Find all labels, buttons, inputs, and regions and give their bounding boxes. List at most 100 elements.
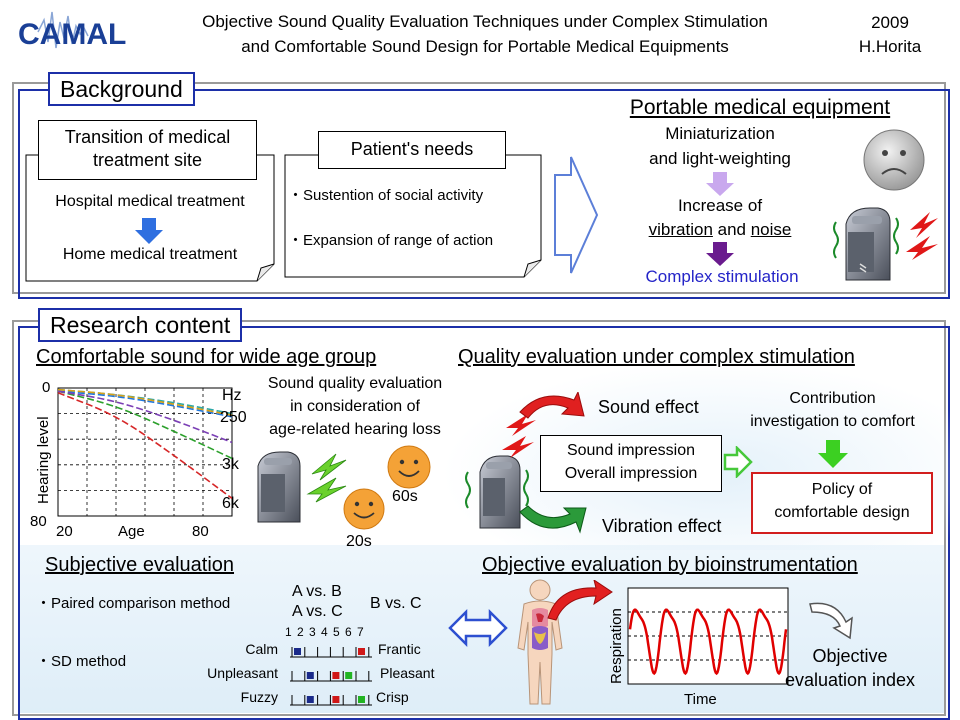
sd-mark [306,672,314,679]
age-60s-label: 60s [392,488,418,505]
down-arrow-purple [706,242,734,271]
subjective-title: Subjective evaluation [45,554,235,576]
y-tick-0: 0 [42,379,50,396]
policy-line1: Policy of [811,481,873,498]
need-item-1: ・Sustention of social activity [288,187,484,204]
needs-title-box [318,131,506,169]
x-tick-20: 20 [56,523,73,540]
sd-mark [332,696,340,703]
face-20s-icon [342,487,386,536]
header-year: 2009 [871,13,909,32]
time-axis-label: Time [684,691,717,708]
paired-method: ・Paired comparison method [36,595,231,612]
quality-title: Quality evaluation under complex stimula… [458,346,855,368]
sd-right-label: Crisp [376,689,409,705]
hearing-series-5 [57,388,233,416]
logo-text: CAMAL [18,18,126,51]
sd-scale-bar [290,647,372,658]
needs-card [284,154,542,278]
hearing-series-0 [57,390,233,418]
hearing-series-4 [57,390,233,444]
complex-stimulation: Complex stimulation [645,267,799,286]
header-title-line1: Objective Sound Quality Evaluation Techn… [202,12,768,31]
policy-box [751,472,933,534]
unit-hz: Hz [222,387,242,404]
camal-logo: CAMAL [18,8,128,52]
contribution-line1: Contribution [789,390,876,407]
sd-right-label: Pleasant [380,665,435,681]
series-label-250: 250 [220,409,247,426]
sd-right-label: Frantic [378,641,421,657]
x-tick-80: 80 [192,523,209,540]
sd-mark [294,648,301,655]
increase-line1: Increase of [677,196,763,215]
right-arrow-green-outline [723,444,753,483]
portable-device-icon [830,202,940,293]
face-60s-icon [386,444,432,495]
header-author: H.Horita [858,37,922,56]
sd-left-label: Unpleasant [207,665,278,681]
red-curved-arrow [544,578,614,629]
sd-mark [358,696,365,703]
noise-word: noise [750,220,792,239]
sd-left-label: Fuzzy [240,689,278,705]
y-tick-80: 80 [30,513,47,530]
need-item-2: ・Expansion of range of action [288,232,494,249]
pair-bc: B vs. C [370,595,422,612]
human-body-icon [510,578,570,713]
respiration-axis-label: Respiration [608,608,625,684]
sq-eval-line1: Sound quality evaluation [267,375,443,392]
double-arrow [448,608,508,653]
sd-mark [332,672,340,679]
objective-title: Objective evaluation by bioinstrumentati… [482,554,858,576]
needs-title: Patient's needs [350,139,474,159]
logo-waveform [37,11,89,49]
sq-eval-line3: age-related hearing loss [269,421,441,438]
and-word: and [712,220,751,239]
sd-mark [358,648,365,655]
respiration-waveform [628,608,788,676]
respiration-chart: Respiration Time [604,586,794,713]
age-20s-label: 20s [346,533,372,550]
vibration-effect-label: Vibration effect [602,516,722,536]
impression-line2: Overall impression [564,465,698,482]
miniaturization-line1: Miniaturization [665,124,775,143]
series-label-3k: 3k [222,456,239,473]
chart-series [57,388,233,500]
background-outer-frame [12,82,946,294]
hearing-level-chart: 0 80 20 80 Age Hearing level [20,376,250,551]
down-arrow-blue [135,218,163,249]
stimulus-device-icon [458,390,618,547]
equipment-title: Portable medical equipment [629,96,891,119]
curved-arrow-outline [806,596,858,647]
y-axis-label: Hearing level [35,416,52,504]
header-title-line2: and Comfortable Sound Design for Portabl… [241,37,729,56]
transition-title-box [38,120,257,180]
research-section-title: Research content [38,308,243,342]
objective-index-line2: evaluation index [784,670,916,690]
sound-effect-label: Sound effect [598,397,699,417]
chart-grid [58,388,232,516]
impression-line1: Sound impression [566,442,696,459]
down-arrow-green [818,440,848,473]
sad-face-icon [862,128,926,197]
contribution-line2: investigation to comfort [750,413,915,430]
device-with-sound-icon [252,448,362,533]
sd-scale-bar [290,695,372,706]
increase-line2: vibration and noise [620,220,820,240]
sd-mark [306,696,314,703]
transition-title-line2: treatment site [92,150,203,170]
sd-method: ・SD method [36,653,127,670]
sd-left-label: Calm [245,641,278,657]
background-section [18,89,950,299]
sd-scale-bar [290,671,372,682]
miniaturization-line2: and light-weighting [649,149,791,168]
comfort-title: Comfortable sound for wide age group [36,346,377,368]
down-arrow-lavender [706,172,734,201]
sd-scale-numbers: 1 2 3 4 5 6 7 [285,625,365,639]
vibration-word: vibration [648,220,713,239]
background-section-title: Background [48,72,195,106]
hearing-series-2 [57,390,233,460]
policy-line2: comfortable design [774,504,910,521]
impression-box [540,435,722,492]
